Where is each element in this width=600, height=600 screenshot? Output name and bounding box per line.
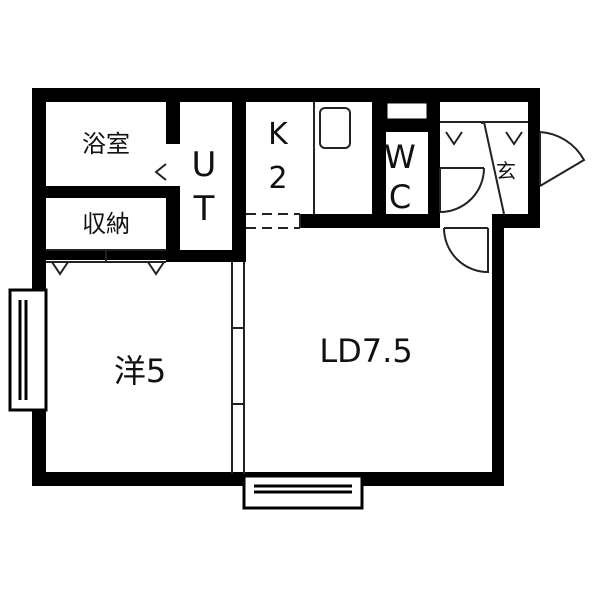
window-bottom (242, 474, 364, 510)
storage-label: 収納 (82, 210, 130, 238)
corridor-opening (246, 213, 300, 229)
wall-corridor-bottom (300, 214, 440, 228)
window-left (8, 288, 48, 412)
wall-right-upper (528, 88, 540, 228)
entrance-label: 玄 (496, 159, 516, 183)
ut-label-u: U (192, 145, 217, 185)
wall-left (32, 88, 46, 486)
wc-label-c: C (389, 178, 411, 216)
wall-bath-bottom (32, 186, 180, 198)
wall-ut-left (232, 88, 246, 262)
living-dining-label: LD7.5 (319, 332, 412, 370)
wc-label-w: W (384, 138, 416, 176)
wall-right-lower (492, 214, 504, 486)
wall-bath-right-top (166, 88, 180, 144)
kitchen-sink (319, 107, 351, 149)
bath-label: 浴室 (82, 130, 130, 158)
thin-lines (46, 102, 528, 474)
western-room-label: 洋5 (114, 352, 166, 390)
wall-wc-top (372, 120, 440, 132)
wall-notch (492, 214, 540, 228)
wall-ut-bottom (166, 250, 246, 262)
wall-ut-right (166, 186, 180, 260)
interior-walls (32, 88, 440, 262)
kitchen-label-num: 2 (268, 161, 287, 196)
wall-wc-right (428, 88, 440, 228)
closet-markers (51, 131, 523, 276)
wall-top (32, 88, 540, 102)
kitchen-label-k: K (268, 117, 289, 152)
window-wc (384, 100, 430, 122)
ut-label-t: T (193, 189, 215, 229)
doors (439, 131, 586, 274)
